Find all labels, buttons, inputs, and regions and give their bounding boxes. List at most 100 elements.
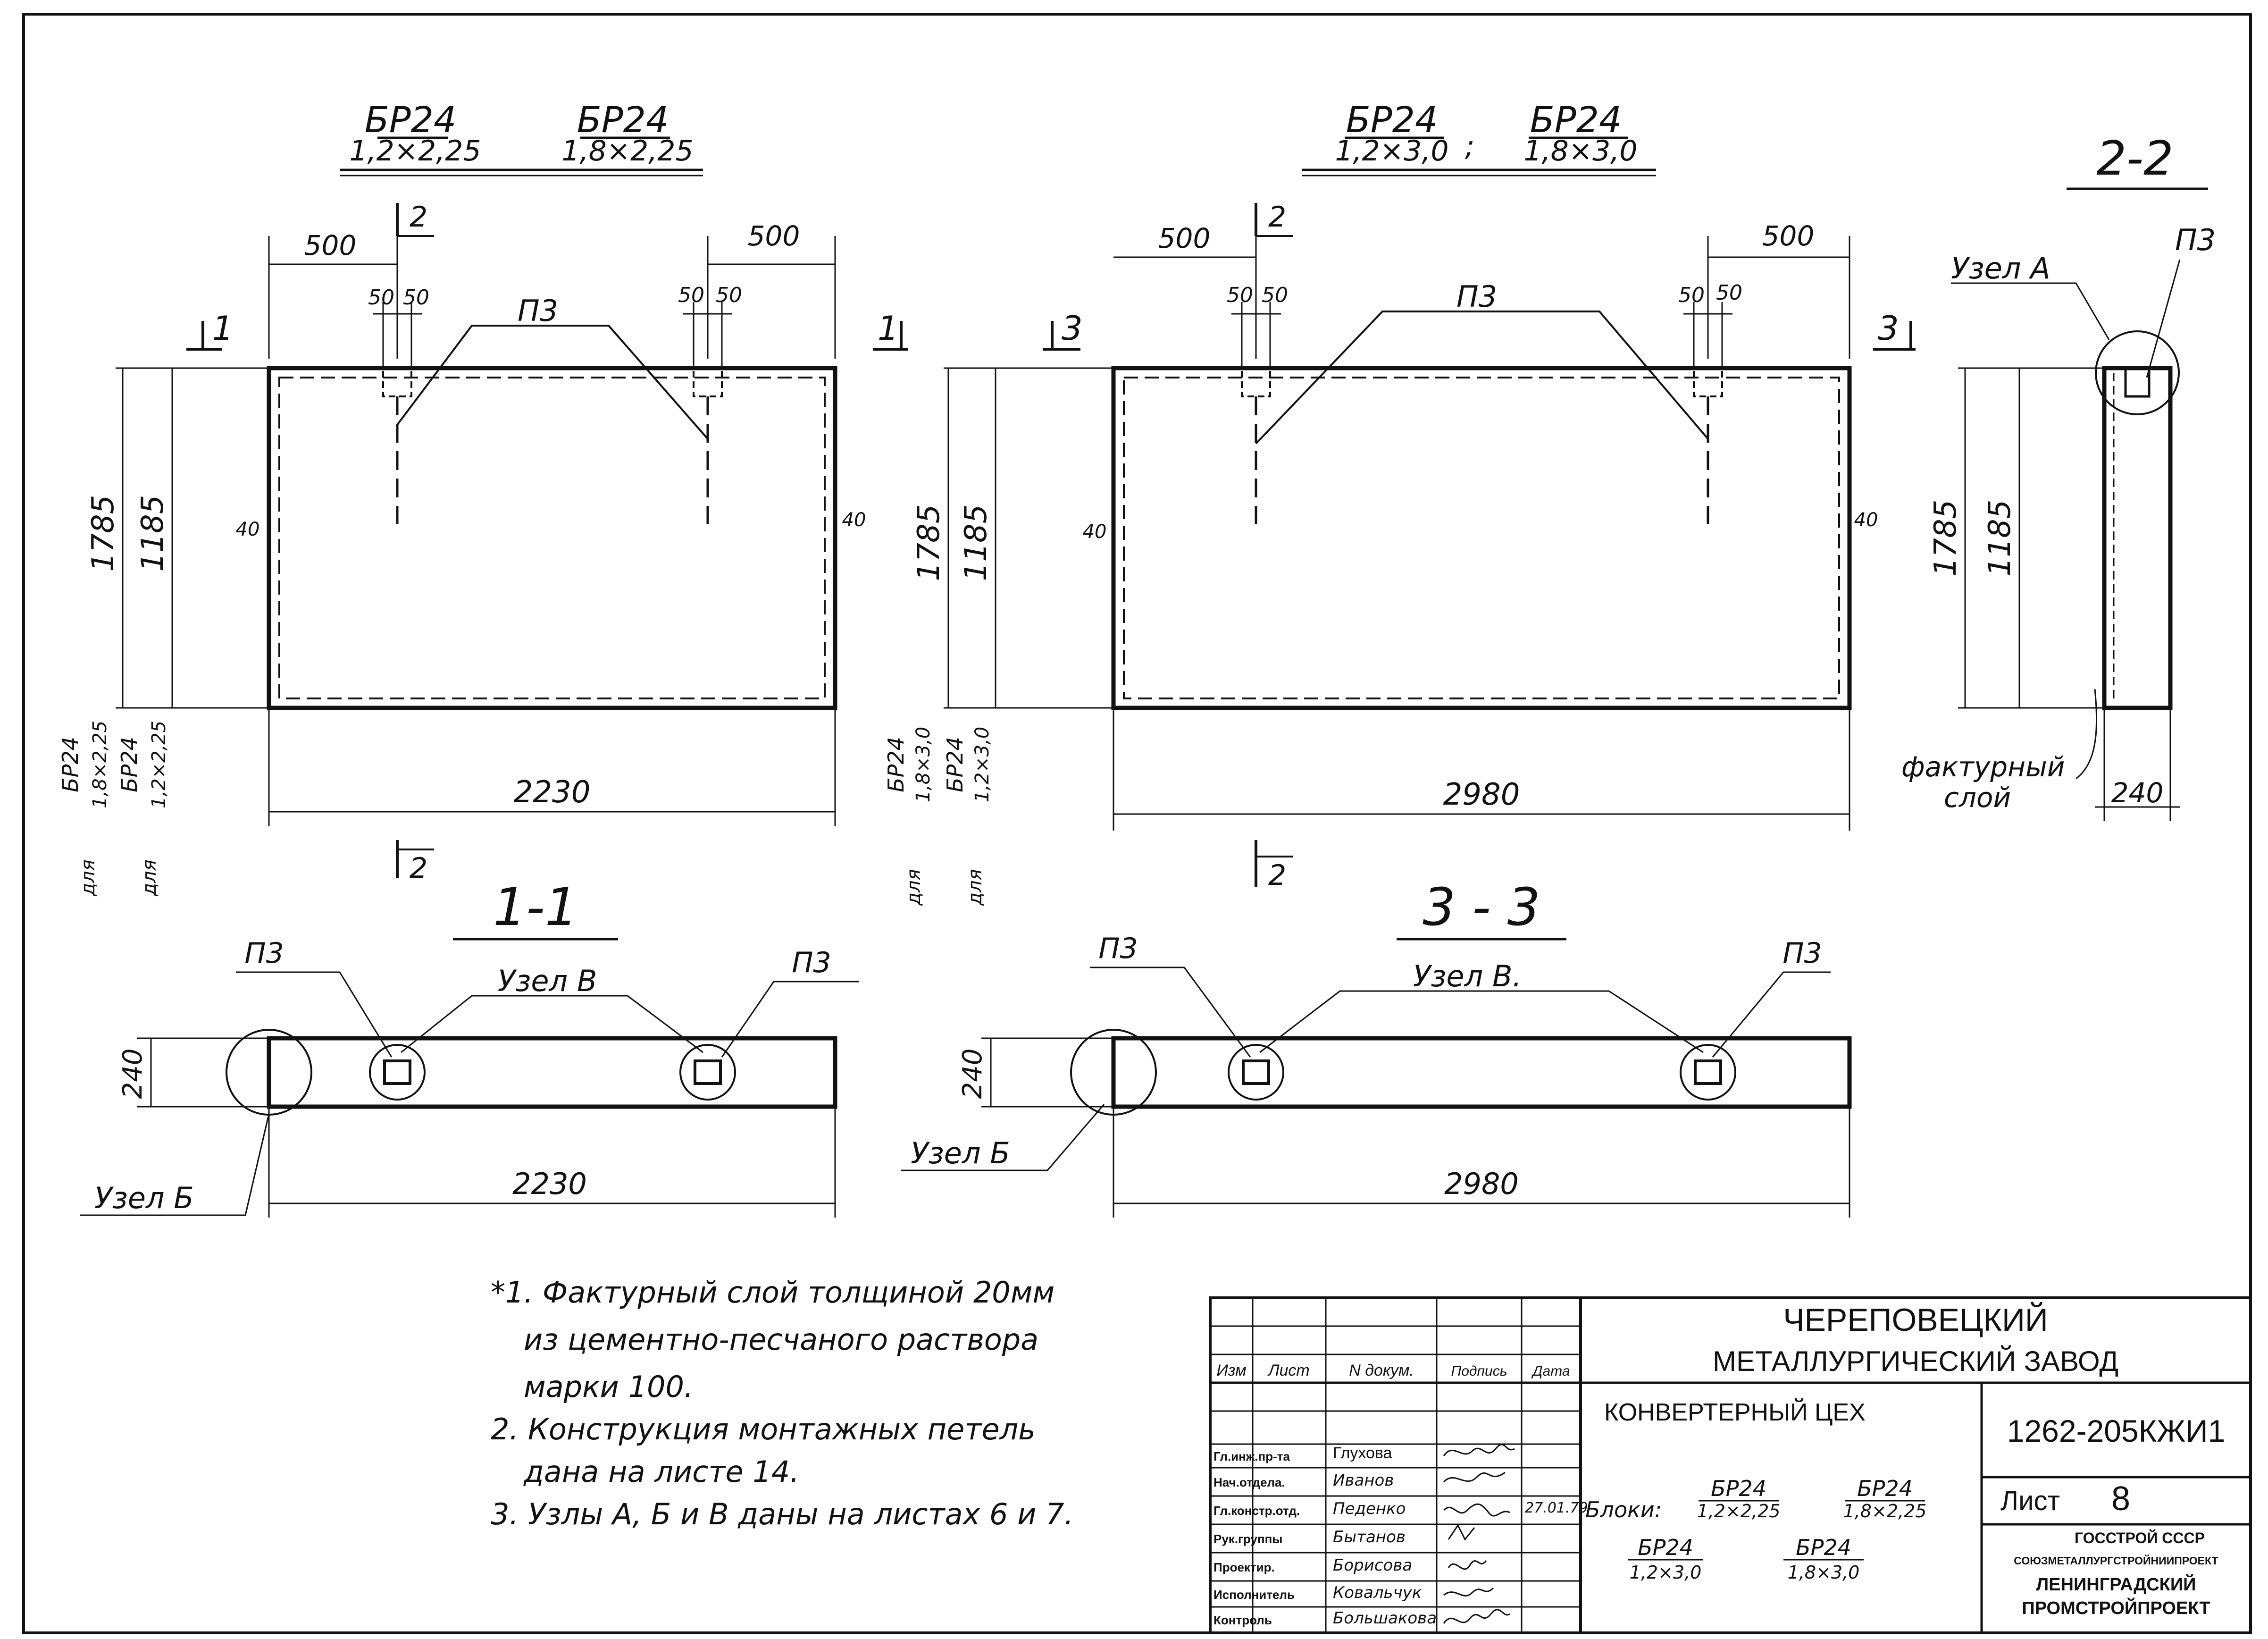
left-section-2-bottom: 2 — [410, 852, 427, 885]
side-dim-240: 240 — [2111, 777, 2164, 809]
tb-org-2: СОЮЗМЕТАЛЛУРГСТРОЙНИИПРОЕКТ — [2014, 1554, 2218, 1567]
left-title-b2: 1,8×2,25 — [561, 134, 693, 168]
left-dim-500-right: 500 — [748, 220, 800, 252]
tb-sheet-number: 8 — [2111, 1480, 2130, 1518]
tb-shop: КОНВЕРТЕРНЫЙ ЦЕХ — [1604, 1398, 1866, 1426]
general-notes: *1. Фактурный слой толщиной 20мм из цеме… — [491, 1275, 1073, 1531]
middle-panel-outline — [1111, 366, 1852, 710]
middle-side-note-2b: 1,2×3,0 — [971, 727, 993, 803]
section-1-1-node-b-top: Узел В — [498, 964, 597, 998]
middle-dim-500-left: 500 — [1158, 222, 1211, 254]
middle-dim-2980: 2980 — [1443, 777, 1520, 812]
tb-role-1: Гл.инж.пр-та — [1214, 1449, 1290, 1463]
middle-side-note-1b: 1,8×3,0 — [912, 727, 934, 803]
middle-section-2-top: 2 — [1268, 201, 1286, 234]
left-side-note-2b: 1,2×2,25 — [148, 721, 170, 808]
left-title-b1: БР24 — [577, 99, 669, 141]
section-1-1-node-b-bottom: Узел Б — [94, 1181, 194, 1215]
section-3-3-dim-2980: 2980 — [1444, 1167, 1519, 1201]
left-section-mark-left: 1 — [212, 309, 234, 348]
sheet-frame — [22, 13, 2252, 1634]
left-dim-1785: 1785 — [86, 495, 121, 572]
tb-name-1: Глухова — [1333, 1444, 1392, 1462]
section-3-3-title: 3 - 3 — [1423, 877, 1540, 937]
tb-name-5: Борисова — [1333, 1556, 1412, 1575]
left-dim-50-c: 50 — [678, 283, 704, 307]
left-dim-40-right: 40 — [842, 509, 866, 531]
tb-date: 27.01.79 — [1525, 1500, 1588, 1516]
section-3-3-node-b-bottom: Узел Б — [911, 1136, 1010, 1170]
middle-side-note-1a: БР24 — [883, 737, 909, 792]
section-1-1-dim-2230: 2230 — [512, 1167, 587, 1201]
middle-dim-500-right: 500 — [1762, 220, 1815, 252]
section-1-1-callout-left: П3 — [244, 937, 284, 970]
left-section-2-top: 2 — [410, 201, 427, 234]
side-node-a-label: Узел А — [1951, 251, 2050, 286]
tb-col-izm: Изм — [1216, 1362, 1246, 1379]
note-line-5: дана на листе 14. — [523, 1454, 799, 1489]
tb-role-5: Проектир. — [1214, 1560, 1275, 1574]
tb-block-3b: 1,2×3,0 — [1630, 1562, 1702, 1583]
section-1-1-body — [267, 1036, 837, 1109]
tb-col-sign: Подпись — [1451, 1363, 1507, 1379]
left-dim-50-b: 50 — [403, 286, 429, 310]
side-title: 2-2 — [2096, 131, 2173, 186]
middle-section-mark-right: 3 — [1878, 309, 1899, 348]
left-side-note-1b: 1,8×2,25 — [89, 721, 111, 808]
note-line-1: *1. Фактурный слой толщиной 20мм — [491, 1275, 1054, 1310]
left-callout-p3: П3 — [518, 294, 558, 328]
tb-col-doc: N докум. — [1349, 1362, 1414, 1379]
note-line-3: марки 100. — [524, 1370, 694, 1404]
middle-dim-50-d: 50 — [1716, 281, 1742, 305]
tb-block-1b: 1,2×2,25 — [1697, 1501, 1781, 1521]
middle-section-mark-left: 3 — [1062, 309, 1083, 348]
left-dim-50-a: 50 — [368, 286, 394, 310]
tb-col-date: Дата — [1531, 1363, 1570, 1379]
middle-dim-40-right: 40 — [1854, 509, 1878, 531]
tb-role-3: Гл.констр.отд. — [1214, 1504, 1300, 1518]
tb-org-4: ПРОМСТРОЙПРОЕКТ — [2022, 1597, 2210, 1618]
tb-blocks-label: Блоки: — [1585, 1497, 1662, 1522]
note-line-2: из цементно-песчаного раствора — [524, 1322, 1038, 1357]
middle-dim-1785: 1785 — [912, 504, 946, 581]
left-side-for-1: для — [77, 859, 99, 896]
middle-title-sep: ; — [1465, 130, 1474, 163]
middle-side-for-1: для — [903, 869, 925, 906]
left-title-a2: 1,2×2,25 — [349, 134, 481, 168]
middle-dim-50-b: 50 — [1262, 283, 1288, 307]
section-3-3-body — [1111, 1036, 1852, 1109]
tb-col-list: Лист — [1267, 1362, 1310, 1379]
tb-name-6: Ковальчук — [1333, 1583, 1422, 1602]
section-3-3-callout-right: П3 — [1783, 937, 1822, 970]
left-side-note-1a: БР24 — [58, 737, 83, 792]
section-3-3-node-b-top: Узел В. — [1413, 959, 1522, 993]
middle-title-b1: БР24 — [1530, 99, 1622, 141]
tb-name-7: Большакова — [1333, 1609, 1437, 1628]
left-lifting-loops — [382, 367, 723, 524]
middle-dim-50-a: 50 — [1227, 283, 1253, 307]
left-dim-500-left: 500 — [304, 229, 357, 261]
left-section-mark-right: 1 — [878, 309, 899, 348]
tb-org-title-1: ЧЕРЕПОВЕЦКИЙ — [1783, 1302, 2048, 1338]
middle-dim-1185: 1185 — [959, 504, 994, 581]
tb-block-2b: 1,8×2,25 — [1843, 1501, 1927, 1521]
tb-name-2: Иванов — [1333, 1471, 1394, 1490]
middle-lifting-loops — [1241, 367, 1723, 524]
section-1-1-callout-right: П3 — [792, 946, 831, 979]
note-line-4: 2. Конструкция монтажных петель — [491, 1412, 1036, 1446]
left-dim-1185: 1185 — [135, 495, 170, 572]
tb-role-6: Исполнитель — [1214, 1588, 1295, 1602]
tb-doc-code: 1262-205КЖИ1 — [2007, 1413, 2225, 1448]
section-1-1-dim-240: 240 — [117, 1049, 148, 1099]
left-panel-outline — [267, 366, 837, 710]
middle-callout-p3: П3 — [1456, 279, 1497, 314]
left-title-a1: БР24 — [365, 99, 457, 141]
tb-org-1: ГОССТРОЙ СССР — [2075, 1530, 2205, 1547]
tb-org-3: ЛЕНИНГРАДСКИЙ — [2036, 1573, 2196, 1595]
side-dim-1185: 1185 — [1983, 500, 2017, 577]
left-side-for-2: для — [139, 859, 160, 896]
tb-org-title-2: МЕТАЛЛУРГИЧЕСКИЙ ЗАВОД — [1713, 1345, 2118, 1377]
tb-block-4a: БР24 — [1796, 1535, 1851, 1560]
middle-view: БР24 1,2×3,0 ; БР24 1,8×3,0 500 500 50 5… — [883, 99, 1916, 906]
section-1-1-title: 1-1 — [493, 877, 578, 937]
